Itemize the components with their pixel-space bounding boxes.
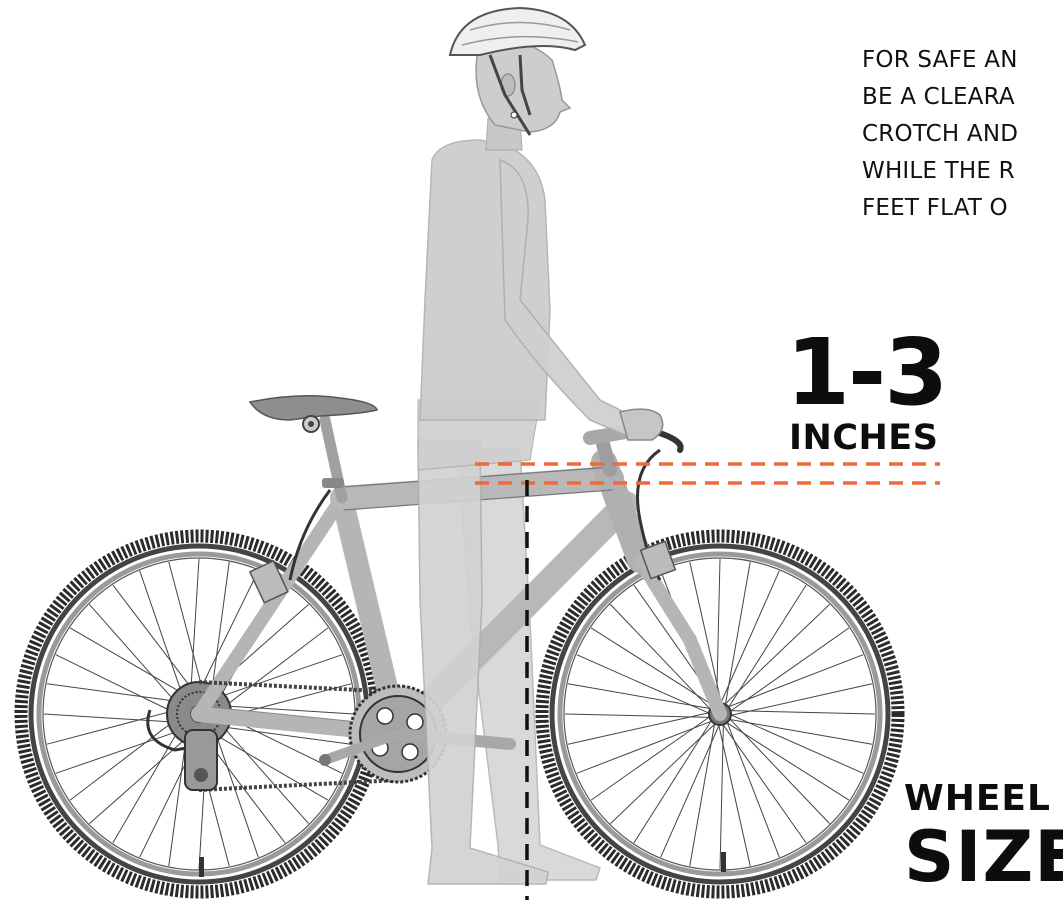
spoke [89,604,177,704]
wheel-label: WHEEL [904,781,1051,817]
rider-hand [620,409,663,440]
front-valve [721,852,726,872]
spoke [720,571,779,704]
spoke [221,724,309,824]
spoke [720,723,723,869]
helmet [450,8,585,55]
saddle [250,396,377,498]
spoke [730,714,863,773]
spoke [113,585,193,691]
rear-valve [199,857,204,877]
instruction-line: WHILE THE R [862,158,1015,184]
spoke [70,628,185,695]
spoke [717,559,720,705]
spoke [56,655,175,713]
spoke [222,628,328,708]
spoke [577,655,710,714]
rider-torso [420,140,550,420]
spoke [47,684,179,702]
clearance-unit: INCHES [789,421,938,456]
spoke [661,724,720,857]
spoke [70,720,176,800]
instruction-line: CROTCH AND [862,121,1018,147]
instruction-line: FEET FLAT O [862,195,1008,221]
size-label: SIZE [904,822,1063,892]
clearance-value: 1-3 [786,327,946,419]
spoke [730,684,872,716]
spoke [565,714,711,717]
instruction-line: BE A CLEARA [862,84,1015,110]
spoke [577,721,713,774]
spoke [169,735,187,867]
spoke [727,655,863,708]
spoke [113,728,180,843]
instruction-line: FOR SAFE AN [862,47,1018,73]
spoke [727,721,780,857]
